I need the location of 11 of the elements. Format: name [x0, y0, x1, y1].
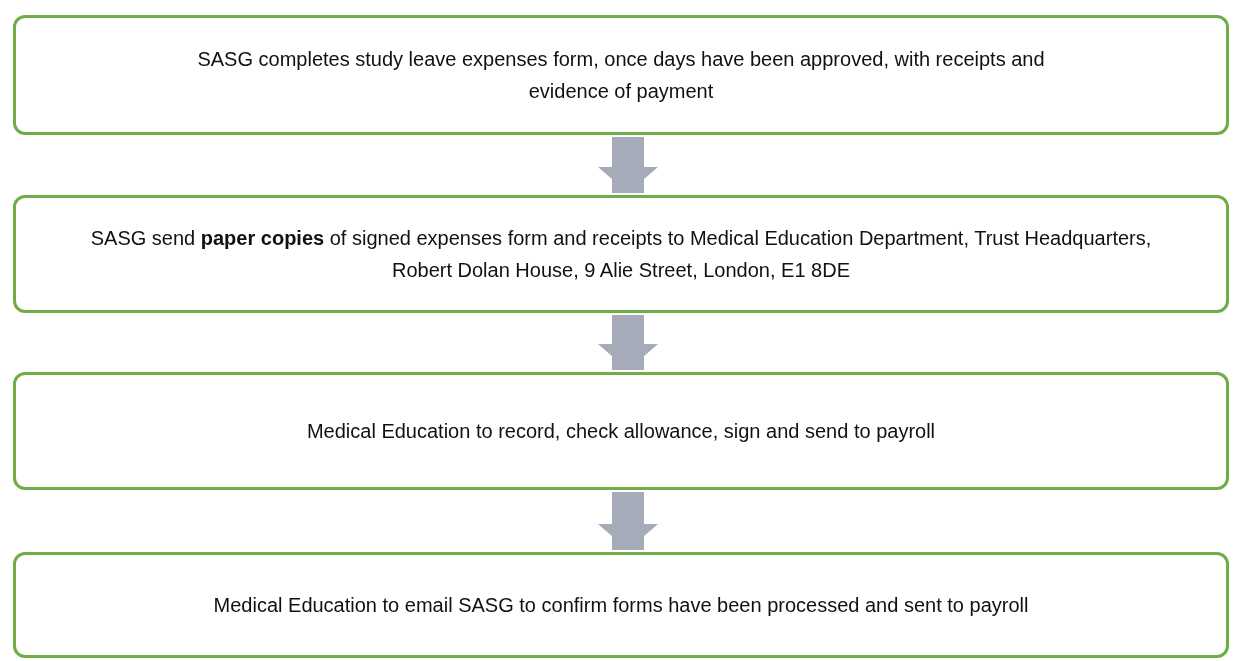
block-arrow [598, 492, 658, 550]
process-box [13, 15, 1229, 135]
step-text: Medical Education to record, check allowance, sign and send to payroll [306, 419, 936, 444]
process-box [13, 195, 1229, 313]
step-text: SASG completes study leave expenses form, once days have been approved, with receipts and evidence of payment [196, 47, 1046, 104]
step-text: Medical Education to email SASG to confirm forms have been processed and sent to payroll [213, 593, 1029, 618]
process-box [13, 552, 1229, 658]
block-arrow [598, 315, 658, 370]
step-text: SASG send paper copies of signed expenses form and receipts to Medical Education Department, Trust Headquarters, Robert Dolan House, 9 Alie Street, London, E1 8DE [89, 226, 1153, 283]
block-arrow [598, 137, 658, 193]
process-box [13, 372, 1229, 490]
